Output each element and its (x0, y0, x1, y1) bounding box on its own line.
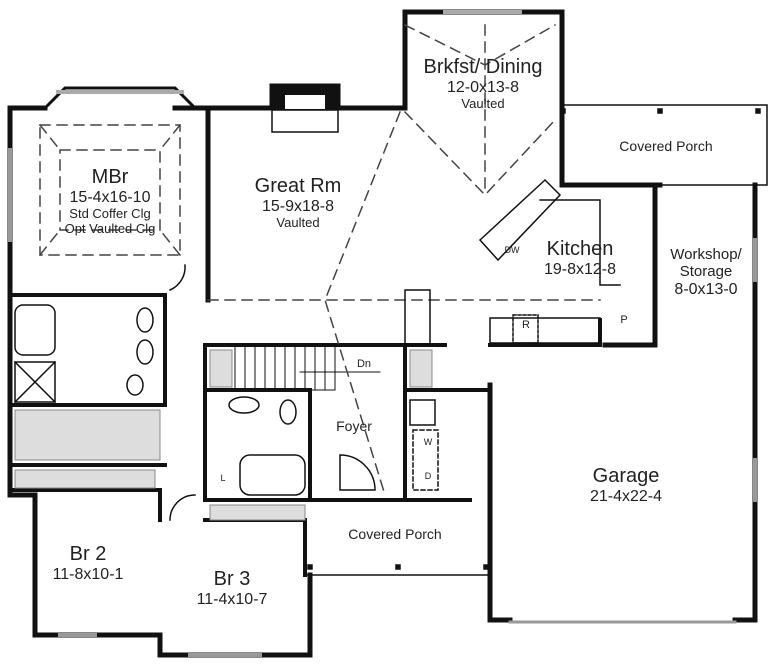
room-label-rear-covered-porch: Covered Porch (619, 138, 713, 154)
dishwasher-label: DW (504, 245, 520, 255)
room-label-mbr: MBr 15-4x16-10 Std Coffer Clg Opt Vaulte… (64, 166, 156, 237)
room-label-br3: Br 3 11-4x10-7 (196, 568, 268, 608)
bath-fixtures (13, 304, 439, 496)
room-label-great-rm: Great Rm 15-9x18-8 Vaulted (254, 175, 342, 231)
mbr-bay-window (42, 86, 198, 111)
linen-closet-label: L (220, 473, 226, 483)
refrigerator-label: R (522, 319, 530, 331)
rear-covered-porch (560, 104, 768, 186)
room-label-garage: Garage 21-4x22-4 (589, 465, 663, 505)
room-label-front-covered-porch: Covered Porch (348, 526, 442, 542)
room-label-brkfst-dining: Brkfst/ Dining 12-0x13-8 Vaulted (423, 56, 543, 112)
room-label-foyer: Foyer (336, 418, 372, 434)
stairs (234, 344, 381, 391)
front-covered-porch (304, 564, 491, 576)
room-label-workshop-storage: Workshop/ Storage 8-0x13-0 (670, 246, 742, 298)
room-label-kitchen: Kitchen 19-8x12-8 (543, 238, 617, 278)
washer-label: W (423, 437, 433, 447)
stairs-down-label: Dn (356, 358, 372, 370)
room-label-br2: Br 2 11-8x10-1 (52, 543, 124, 583)
kitchen-counters (404, 178, 621, 346)
door-swings (169, 264, 376, 521)
pantry-label: P (620, 314, 628, 326)
dryer-label: D (424, 471, 432, 481)
